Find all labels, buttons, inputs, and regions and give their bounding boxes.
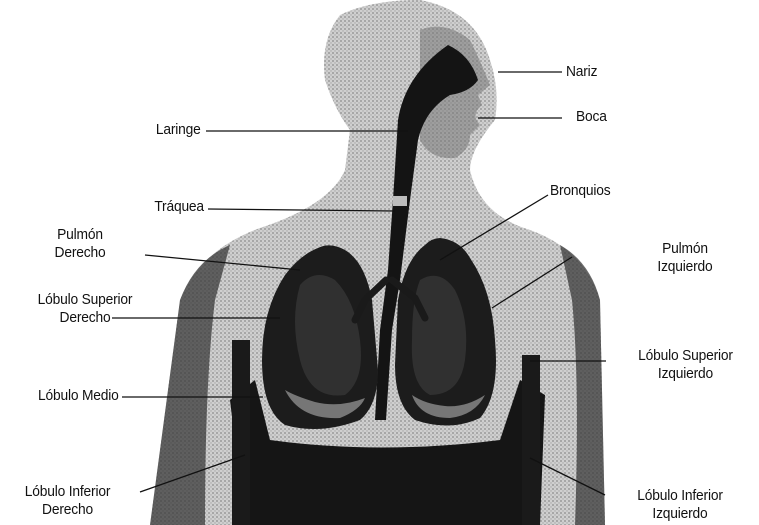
label-boca: Boca [576, 108, 607, 126]
label-lobulo-inferior-izquierdo: Lóbulo Inferior Izquierdo [611, 487, 749, 523]
label-lobulo-superior-izquierdo: Lóbulo Superior Izquierdo [618, 347, 753, 383]
label-lobulo-superior-derecho: Lóbulo Superior Derecho [7, 291, 163, 327]
label-lobulo-inferior-derecho: Lóbulo Inferior Derecho [5, 483, 129, 519]
label-pulmon-derecho: Pulmón Derecho [20, 226, 140, 262]
label-nariz: Nariz [566, 63, 597, 81]
label-pulmon-izquierdo: Pulmón Izquierdo [630, 240, 740, 276]
label-bronquios: Bronquios [550, 182, 610, 200]
label-traquea: Tráquea [154, 198, 204, 216]
label-laringe: Laringe [156, 121, 201, 139]
label-lobulo-medio: Lóbulo Medio [38, 387, 119, 405]
